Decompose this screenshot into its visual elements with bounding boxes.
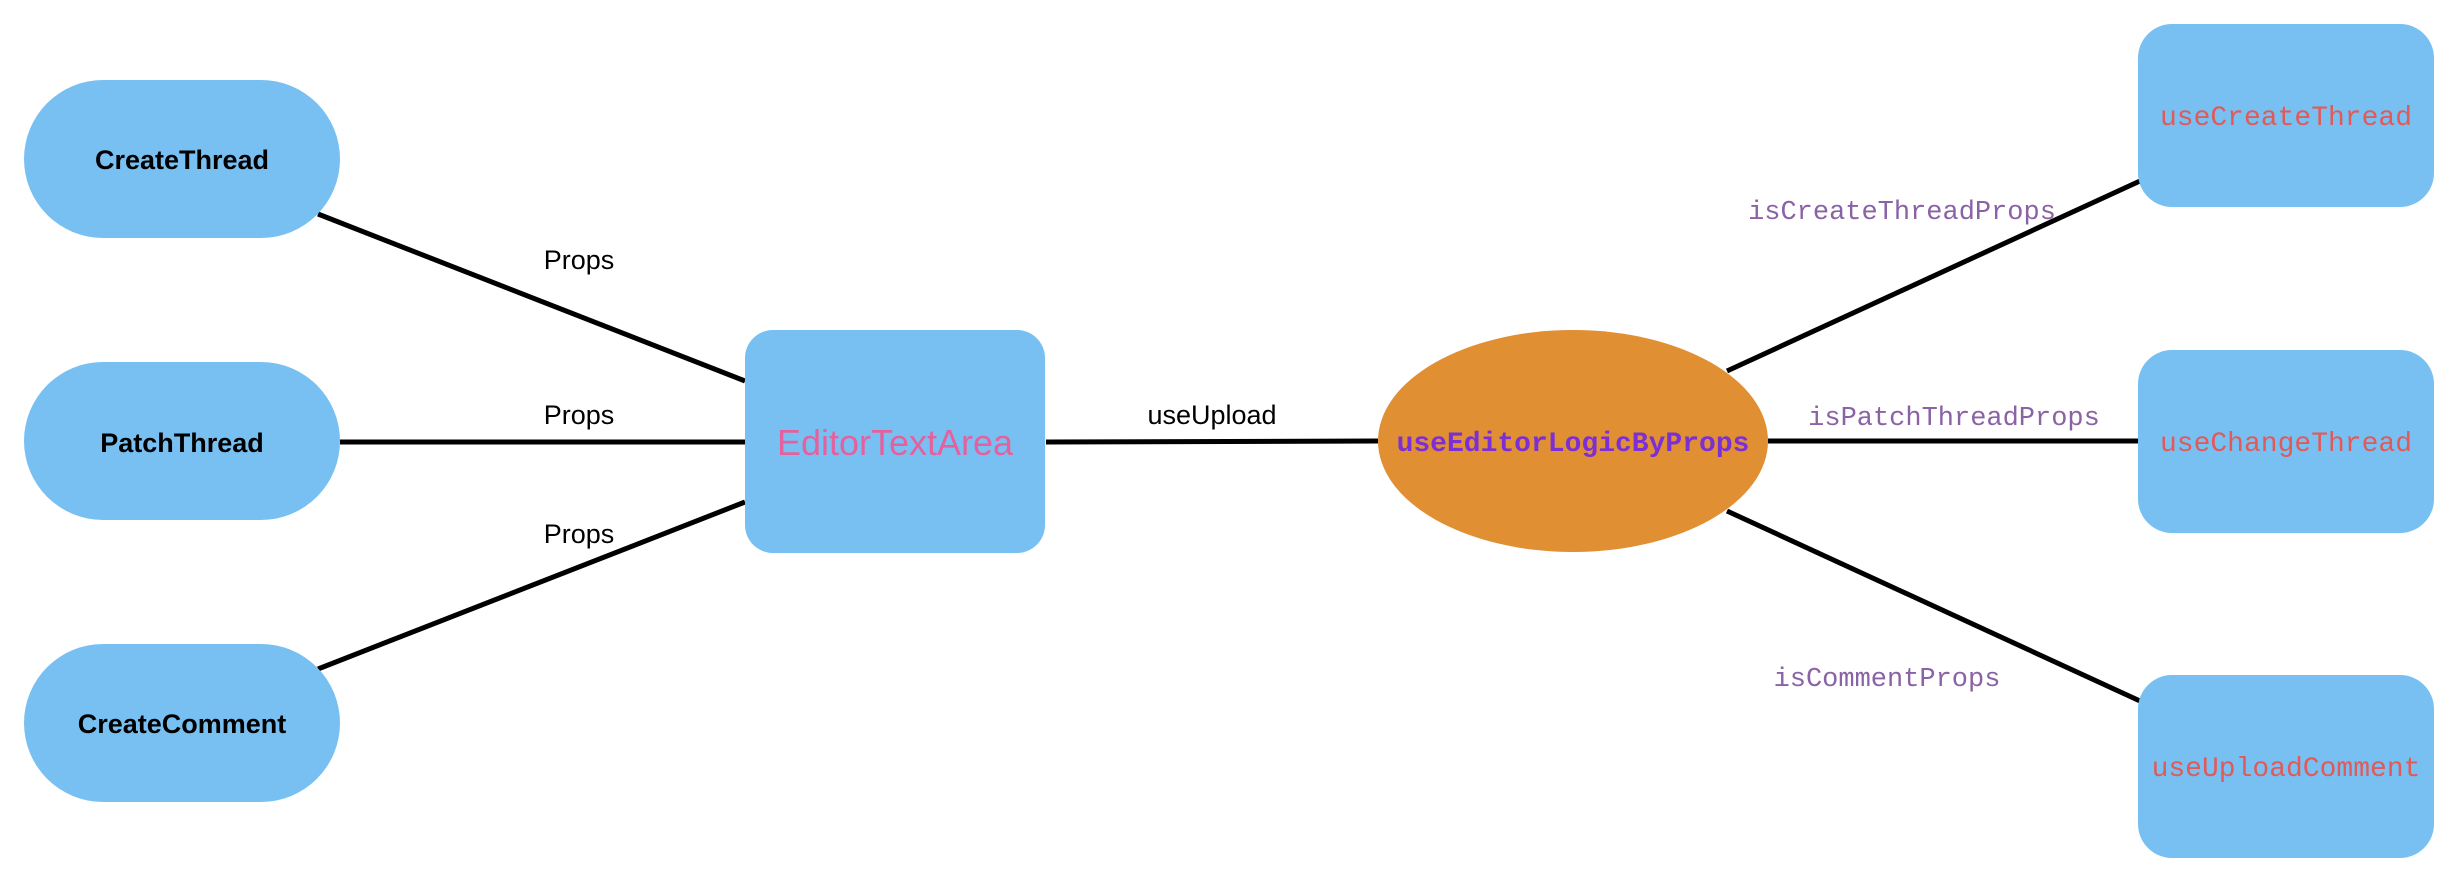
edge-label-createcomment-props: Props [544,519,615,549]
node-useeditorlogicbyprops-label: useEditorLogicByProps [1397,429,1750,460]
node-createcomment-label: CreateComment [78,709,287,739]
edge-createcomment-editor [317,499,746,672]
node-patchthread-label: PatchThread [100,428,264,458]
node-usechangethread-shape [2138,350,2434,533]
node-createcomment: CreateComment [24,644,340,802]
node-useeditorlogicbyprops-shape [1378,330,1768,552]
node-usecreatethread: useCreateThread [2138,24,2434,207]
edge-label-patchthread-props: Props [544,400,615,430]
node-patchthread-shape [24,362,340,520]
edge-label-iscommentprops: isCommentProps [1774,665,2001,695]
edge-label-ispatchthreadprops: isPatchThreadProps [1808,404,2100,434]
edge-label-iscreatethreadprops: isCreateThreadProps [1748,198,2056,228]
node-createthread: CreateThread [24,80,340,238]
node-createcomment-shape [24,644,340,802]
node-editortextarea-label: EditorTextArea [777,422,1014,463]
node-editortextarea-shape [745,330,1045,553]
node-patchthread: PatchThread [24,362,340,520]
edge-label-createthread-props: Props [544,245,615,275]
node-usechangethread-label: useChangeThread [2160,429,2412,460]
edges [317,178,2142,704]
edge-editor-hub [1045,438,1379,445]
node-usecreatethread-label: useCreateThread [2160,103,2412,134]
edge-hub-useuploadcomment [1725,508,2142,704]
node-createthread-shape [24,80,340,238]
node-usechangethread: useChangeThread [2138,350,2434,533]
edge-hub-usecreatethread [1725,178,2142,374]
node-createthread-label: CreateThread [95,145,269,175]
node-useuploadcomment-label: useUploadComment [2152,754,2421,785]
node-useeditorlogicbyprops: useEditorLogicByProps [1378,330,1768,552]
node-useuploadcomment-shape [2138,675,2434,858]
node-usecreatethread-shape [2138,24,2434,207]
node-editortextarea: EditorTextArea [745,330,1045,553]
edge-label-useupload: useUpload [1147,400,1276,430]
node-useuploadcomment: useUploadComment [2138,675,2434,858]
edge-createthread-editor [317,211,746,384]
edge-labels: Props Props Props useUpload isCreateThre… [544,198,2100,695]
